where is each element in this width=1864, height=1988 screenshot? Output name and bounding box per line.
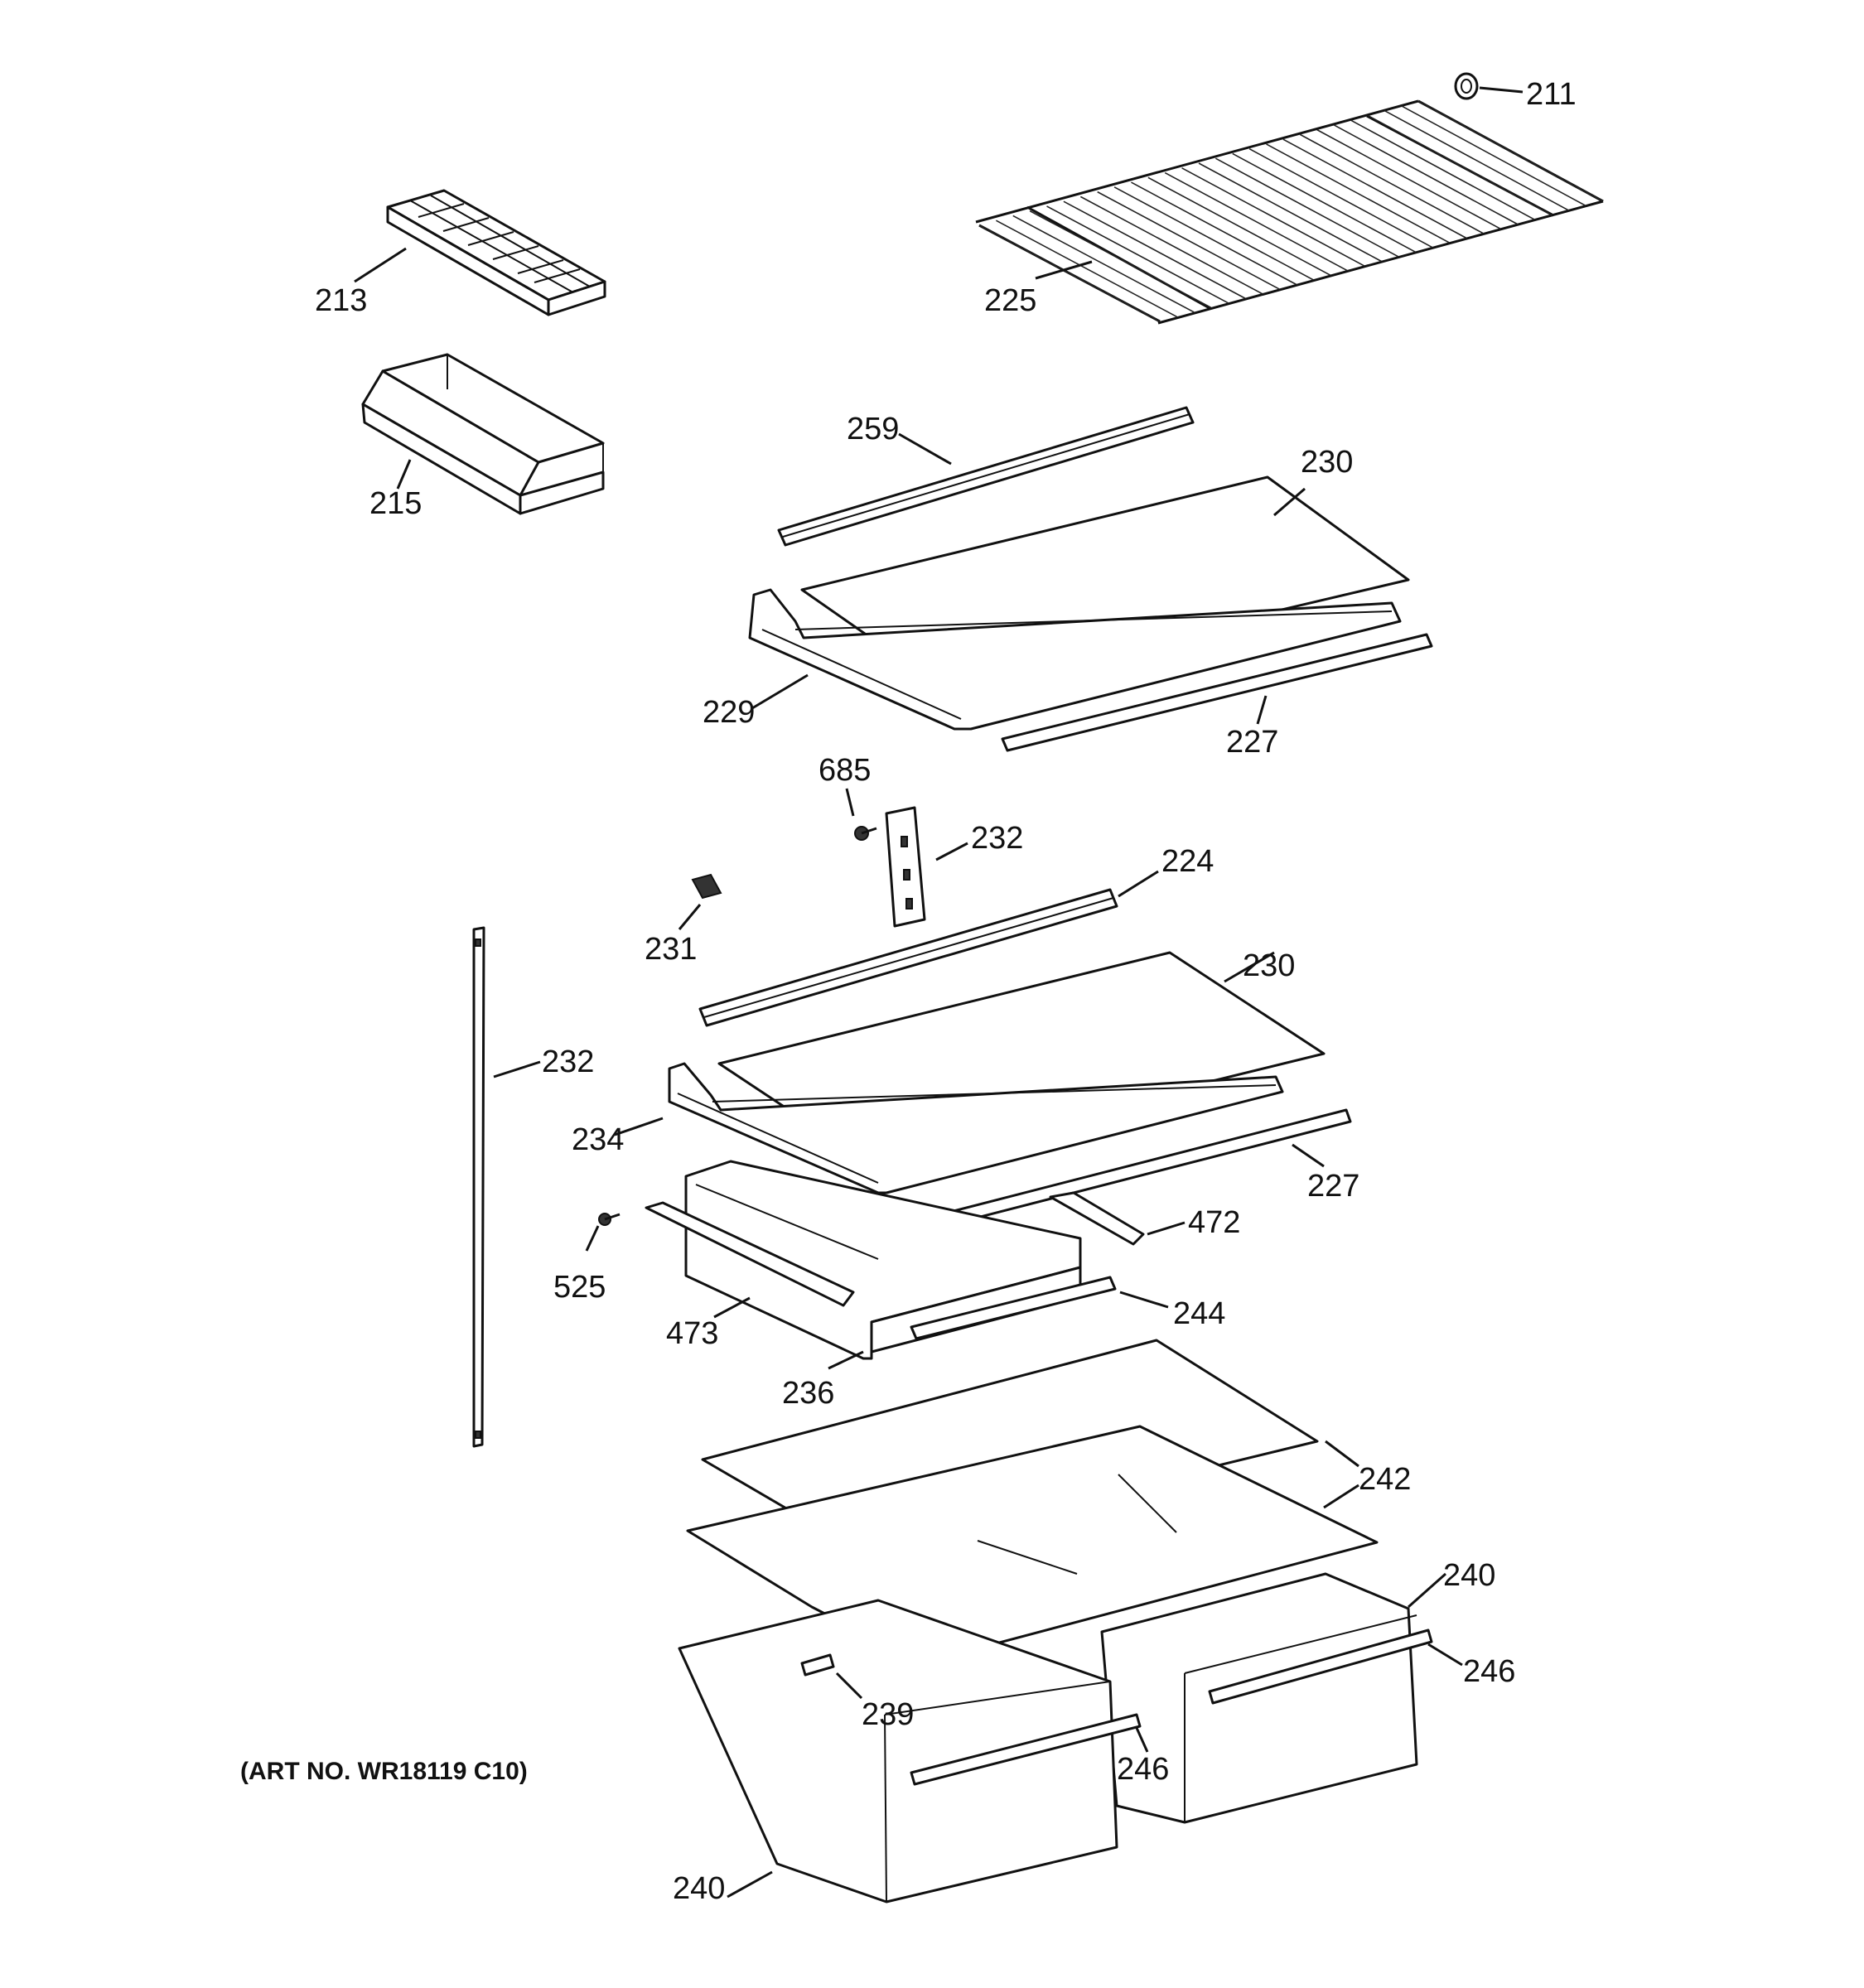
wire-rod [996, 220, 1177, 318]
wire-rod [1232, 152, 1417, 253]
wire-rod [1097, 191, 1280, 290]
part-232-rail-upper [885, 806, 968, 928]
part-240-drawer-right [1100, 1572, 1446, 1824]
wire-rod [1401, 105, 1586, 207]
wire-rod [1164, 171, 1348, 272]
part-239-rod [800, 1653, 863, 1700]
callout-224: 224 [1161, 844, 1214, 879]
callout-242: 242 [1359, 1462, 1411, 1497]
wire-rod [1384, 109, 1570, 211]
part-473-slide-rail [645, 1201, 855, 1319]
callout-231: 231 [645, 932, 697, 967]
callout-240-right: 240 [1443, 1558, 1495, 1593]
callout-213: 213 [315, 283, 367, 318]
wire-rod [1333, 124, 1519, 225]
callout-225: 225 [984, 283, 1036, 318]
callout-525: 525 [553, 1270, 606, 1305]
art-number: (ART NO. WR18119 C10) [240, 1758, 528, 1785]
callout-246-left: 246 [1117, 1752, 1169, 1787]
part-231-clip [678, 873, 722, 930]
callout-215: 215 [369, 486, 422, 521]
callout-234: 234 [572, 1122, 624, 1157]
wire-rod [1316, 128, 1501, 230]
wire-rod [1417, 100, 1604, 202]
callout-259: 259 [847, 412, 899, 446]
callout-229: 229 [703, 695, 755, 730]
part-227-trim-upper [1001, 633, 1433, 752]
wire-rod [1198, 162, 1382, 263]
wire-rod [1113, 186, 1297, 286]
wire-rod [1029, 210, 1212, 308]
wire-rod [1079, 195, 1263, 295]
wire-rod [1248, 147, 1433, 248]
callout-227-middle: 227 [1307, 1169, 1359, 1204]
part-215-bin [361, 353, 605, 515]
callout-227-upper: 227 [1226, 725, 1278, 760]
callout-240-left: 240 [673, 1871, 725, 1906]
callout-472: 472 [1188, 1205, 1240, 1240]
part-224-trim [698, 870, 1159, 1027]
part-472-slide [1049, 1191, 1186, 1246]
wire-rod [1299, 133, 1485, 234]
part-240-drawer-left [678, 1599, 1118, 1904]
callout-236: 236 [782, 1376, 834, 1411]
callout-473: 473 [666, 1316, 718, 1351]
part-525-screw [585, 1213, 621, 1252]
part-246-handle-left [910, 1713, 1149, 1786]
part-685-screw [845, 788, 877, 841]
callout-230-middle: 230 [1243, 948, 1295, 983]
part-234-frame-middle [614, 1062, 1284, 1194]
part-211-grommet [1454, 72, 1524, 100]
part-246-handle-right [1208, 1629, 1463, 1705]
part-244-handle [910, 1276, 1169, 1340]
part-259-trim [777, 406, 1195, 547]
wire-rod [978, 224, 1161, 322]
wire-rod [1282, 138, 1467, 239]
callout-685: 685 [819, 753, 871, 788]
wire-rod [1012, 215, 1195, 313]
callout-230-upper: 230 [1301, 445, 1353, 480]
wire-rod [1215, 157, 1399, 258]
part-232-rail-long [472, 926, 541, 1448]
part-213-ice-tray [354, 189, 606, 316]
callout-239: 239 [862, 1697, 914, 1732]
callout-246-right: 246 [1463, 1654, 1515, 1689]
wire-rod [1266, 143, 1451, 244]
part-229-frame-upper [748, 588, 1402, 731]
wire-rod [1350, 119, 1536, 221]
callout-244: 244 [1173, 1296, 1225, 1331]
wire-rod [1367, 114, 1553, 216]
callout-211: 211 [1526, 77, 1577, 112]
wire-rod [1046, 205, 1229, 304]
callout-232-long: 232 [542, 1045, 594, 1079]
wire-rod [1147, 176, 1331, 276]
callout-232-upper: 232 [971, 821, 1023, 856]
wire-rod [1063, 200, 1246, 299]
wire-rod [1131, 181, 1314, 281]
wire-rod [1181, 167, 1365, 267]
part-225-wire-shelf [975, 99, 1604, 325]
